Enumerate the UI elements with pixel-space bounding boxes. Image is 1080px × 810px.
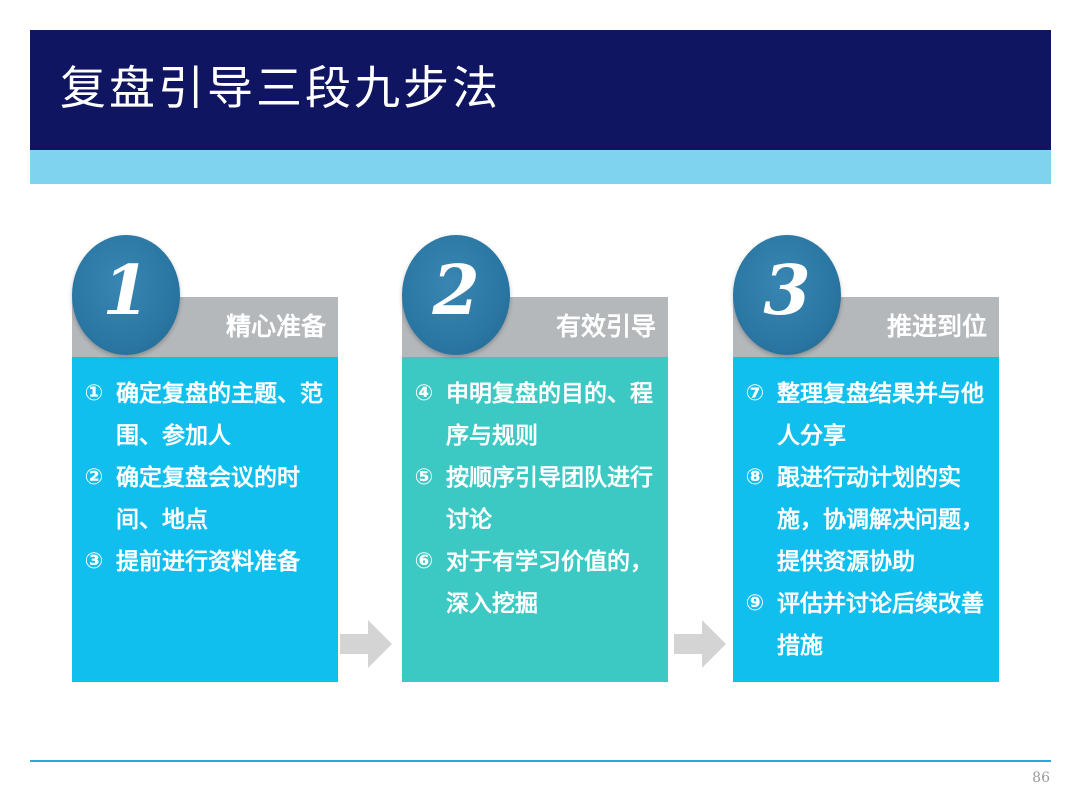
step-number: ① bbox=[84, 381, 104, 406]
right-arrow-icon bbox=[340, 620, 392, 668]
step-list: ④ 申明复盘的目的、程序与规则 ⑤ 按顺序引导团队进行讨论 ⑥ 对于有学习价值的… bbox=[402, 373, 668, 625]
step-text: 跟进行动计划的实施，协调解决问题，提供资源协助 bbox=[777, 465, 984, 575]
stage-column-2: 2 有效引导 ④ 申明复盘的目的、程序与规则 ⑤ 按顺序引导团队进行讨论 ⑥ 对… bbox=[402, 235, 668, 682]
step-text: 对于有学习价值的，深入挖掘 bbox=[446, 549, 653, 617]
step-number: ⑤ bbox=[414, 465, 434, 490]
step-item: ⑦ 整理复盘结果并与他人分享 bbox=[733, 373, 999, 457]
step-number: ④ bbox=[414, 381, 434, 406]
step-list: ① 确定复盘的主题、范围、参加人 ② 确定复盘会议的时间、地点 ③ 提前进行资料… bbox=[72, 373, 338, 583]
stage-body bbox=[72, 357, 338, 682]
stage-body bbox=[402, 357, 668, 682]
step-item: ⑥ 对于有学习价值的，深入挖掘 bbox=[402, 541, 668, 625]
step-item: ⑤ 按顺序引导团队进行讨论 bbox=[402, 457, 668, 541]
stage-label: 有效引导 bbox=[555, 312, 656, 341]
right-arrow-icon bbox=[674, 620, 726, 668]
step-text: 确定复盘的主题、范围、参加人 bbox=[116, 381, 323, 449]
step-text: 按顺序引导团队进行讨论 bbox=[446, 465, 653, 533]
step-text: 评估并讨论后续改善措施 bbox=[777, 591, 984, 659]
title-stripe bbox=[30, 150, 1051, 184]
step-item: ② 确定复盘会议的时间、地点 bbox=[72, 457, 338, 541]
step-number: ⑦ bbox=[745, 381, 765, 406]
title-bar: 复盘引导三段九步法 bbox=[30, 30, 1051, 150]
step-list: ⑦ 整理复盘结果并与他人分享 ⑧ 跟进行动计划的实施，协调解决问题，提供资源协助… bbox=[733, 373, 999, 667]
step-text: 确定复盘会议的时间、地点 bbox=[116, 465, 300, 533]
stage-label: 推进到位 bbox=[886, 312, 987, 341]
step-item: ① 确定复盘的主题、范围、参加人 bbox=[72, 373, 338, 457]
page-number: 86 bbox=[1032, 770, 1050, 786]
stage-label: 精心准备 bbox=[225, 312, 326, 341]
step-item: ⑨ 评估并讨论后续改善措施 bbox=[733, 583, 999, 667]
step-number: ⑧ bbox=[745, 465, 765, 490]
step-text: 整理复盘结果并与他人分享 bbox=[777, 381, 984, 449]
stage-number-circle: 2 bbox=[402, 235, 510, 355]
stage-body bbox=[733, 357, 999, 682]
step-number: ② bbox=[84, 465, 104, 490]
step-number: ⑥ bbox=[414, 549, 434, 574]
stage-number-circle: 1 bbox=[72, 235, 180, 355]
step-text: 提前进行资料准备 bbox=[116, 549, 300, 575]
step-item: ④ 申明复盘的目的、程序与规则 bbox=[402, 373, 668, 457]
footer-divider bbox=[30, 760, 1051, 762]
step-item: ③ 提前进行资料准备 bbox=[72, 541, 338, 583]
stage-number: 3 bbox=[763, 251, 811, 331]
step-item: ⑧ 跟进行动计划的实施，协调解决问题，提供资源协助 bbox=[733, 457, 999, 583]
stage-number: 1 bbox=[102, 251, 150, 331]
step-number: ③ bbox=[84, 549, 104, 574]
step-text: 申明复盘的目的、程序与规则 bbox=[446, 381, 653, 449]
step-number: ⑨ bbox=[745, 591, 765, 616]
stage-number: 2 bbox=[432, 251, 480, 331]
stage-number-circle: 3 bbox=[733, 235, 841, 355]
stage-column-3: 3 推进到位 ⑦ 整理复盘结果并与他人分享 ⑧ 跟进行动计划的实施，协调解决问题… bbox=[733, 235, 999, 682]
slide-title: 复盘引导三段九步法 bbox=[60, 61, 501, 115]
stage-column-1: 1 精心准备 ① 确定复盘的主题、范围、参加人 ② 确定复盘会议的时间、地点 ③… bbox=[72, 235, 338, 682]
